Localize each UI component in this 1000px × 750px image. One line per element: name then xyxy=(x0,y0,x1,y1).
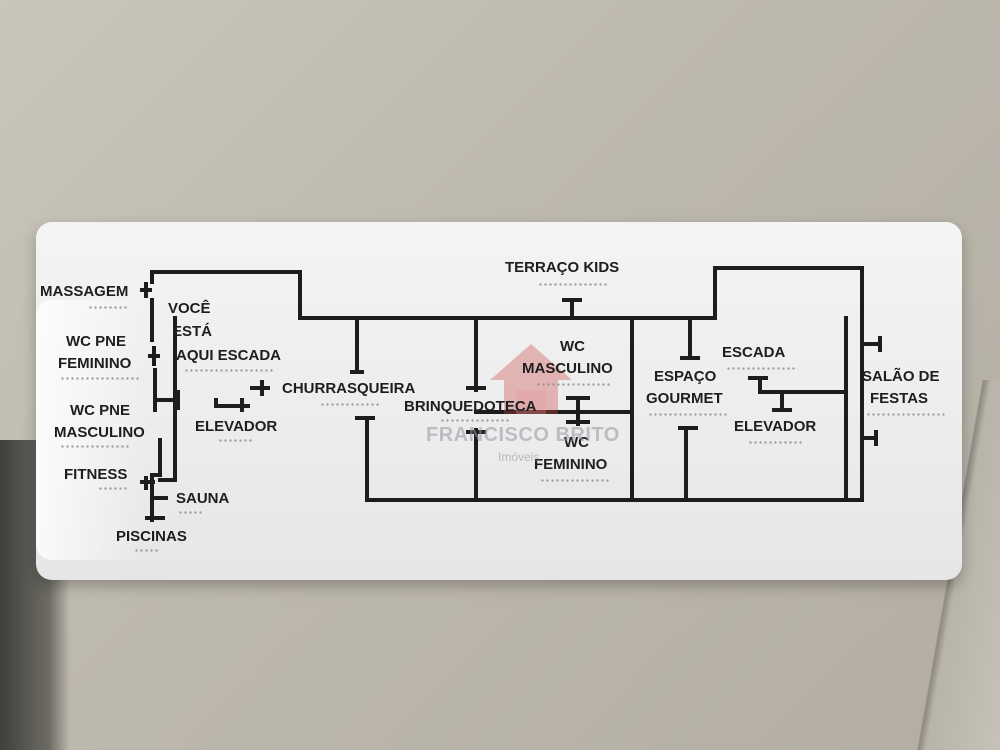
braille-sauna xyxy=(178,510,202,515)
label-escada-right: ESCADA xyxy=(722,344,786,361)
label-wc-masc: WC xyxy=(560,338,585,355)
watermark-brand: FRANCISCO BRITO xyxy=(426,424,620,446)
label-feminino-left: FEMININO xyxy=(58,355,132,372)
braille-wc-pne-fem xyxy=(60,376,140,381)
label-masculino-left: MASCULINO xyxy=(54,424,145,441)
door-fitness xyxy=(140,476,155,490)
braille-wc-masc xyxy=(536,382,610,387)
left-wing-wall xyxy=(150,266,864,502)
label-sauna: SAUNA xyxy=(176,490,230,507)
label-festas: FESTAS xyxy=(870,390,929,407)
braille-espaco-gourmet xyxy=(648,412,728,417)
label-fitness: FITNESS xyxy=(64,466,128,483)
label-salao-de: SALÃO DE xyxy=(862,368,940,385)
label-voce: VOCÊ xyxy=(168,300,211,317)
elevador-left xyxy=(214,380,270,412)
braille-brinquedoteca xyxy=(440,418,510,423)
label-gourmet: GOURMET xyxy=(646,390,723,407)
door-massagem xyxy=(140,282,152,298)
label-aqui-escada: AQUI ESCADA xyxy=(176,347,282,364)
label-wc-pne-masc: WC PNE xyxy=(70,402,130,419)
label-esta: ESTÁ xyxy=(172,323,213,340)
braille-elevador-right xyxy=(748,440,804,445)
label-feminino-center: FEMININO xyxy=(534,456,608,473)
braille-massagem xyxy=(88,305,128,310)
braille-terraco-kids xyxy=(538,282,608,287)
tactile-floor-plan-sign xyxy=(36,222,962,580)
label-wc-pne-fem: WC PNE xyxy=(66,333,126,350)
label-masculino-center: MASCULINO xyxy=(522,360,613,377)
label-massagem: MASSAGEM xyxy=(40,283,129,300)
door-wc-fem xyxy=(566,412,590,426)
door-gourmet xyxy=(680,318,700,360)
braille-aqui-escada xyxy=(184,368,274,373)
elevador-right xyxy=(772,392,792,412)
braille-churrasqueira xyxy=(320,402,380,407)
door-terraco xyxy=(562,298,582,318)
label-terraco-kids: TERRAÇO KIDS xyxy=(505,259,620,276)
light-glare xyxy=(36,300,146,560)
escada-right xyxy=(748,376,768,392)
braille-wc-fem xyxy=(540,478,610,483)
label-churrasqueira: CHURRASQUEIRA xyxy=(282,380,416,397)
door-wc-pne-masc xyxy=(155,390,180,410)
watermark-sub: Imóveis xyxy=(498,450,540,464)
braille-salao-festas xyxy=(866,412,946,417)
braille-elevador-left xyxy=(218,438,254,443)
braille-piscinas xyxy=(134,548,158,553)
door-wc-masc xyxy=(566,396,590,412)
door-wc-pne-fem xyxy=(148,346,160,366)
door-salao xyxy=(862,336,882,352)
braille-escada-right xyxy=(726,366,796,371)
braille-fitness xyxy=(98,486,128,491)
left-spine-connector xyxy=(158,316,177,482)
label-elevador-right: ELEVADOR xyxy=(734,418,817,435)
label-espaco: ESPAÇO xyxy=(654,368,717,385)
label-elevador-left: ELEVADOR xyxy=(195,418,278,435)
door-salao-2 xyxy=(862,430,878,446)
left-spine xyxy=(150,270,162,522)
braille-wc-pne-masc xyxy=(60,444,130,449)
door-churrasqueira xyxy=(350,318,364,374)
label-brinquedoteca: BRINQUEDOTECA xyxy=(404,398,537,415)
door-piscinas xyxy=(145,510,165,520)
label-piscinas: PISCINAS xyxy=(116,528,187,545)
label-wc-fem: WC xyxy=(564,434,589,451)
brand-house-logo-icon xyxy=(490,344,572,414)
